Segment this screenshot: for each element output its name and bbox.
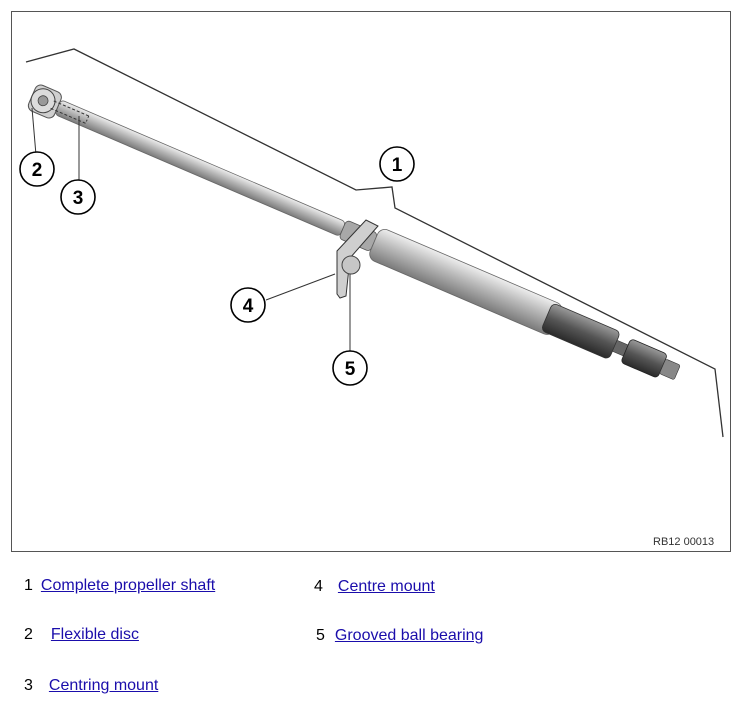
legend-item-3: 3 Centring mount [24,676,158,696]
diagram-drawing: 1 2 3 4 5 [19,48,724,438]
legend-number: 4 [314,578,323,595]
link-centring-mount[interactable]: Centring mount [48,677,159,694]
link-flexible-disc[interactable]: Flexible disc [50,626,139,643]
centring-mount-dash-1 [53,100,89,117]
legend-item-1: 1 Complete propeller shaft [24,576,215,596]
legend-item-4: 4 Centre mount [314,577,435,597]
callout-4: 4 [230,287,266,323]
centring-mount-dash-2 [50,107,86,124]
callout-1: 1 [379,146,415,182]
rear-dark-section [541,303,620,359]
figure-reference-code: RB12 00013 [653,536,715,548]
legend-item-5: 5 Grooved ball bearing [316,626,483,646]
link-centre-mount[interactable]: Centre mount [337,578,435,595]
legend-number: 1 [24,577,33,594]
leader-line-4 [265,273,336,301]
link-complete-propeller-shaft[interactable]: Complete propeller shaft [40,577,216,594]
svg-text:3: 3 [73,188,84,209]
legend-number: 2 [24,626,33,643]
propeller-shaft-diagram: 1 2 3 4 5 RB12 00013 [11,11,731,552]
centre-mount-bracket [336,219,379,299]
callout-5: 5 [332,350,368,386]
callout-2: 2 [19,151,55,187]
link-grooved-ball-bearing[interactable]: Grooved ball bearing [334,627,484,644]
legend-number: 5 [316,627,325,644]
leader-line-2 [31,107,37,156]
legend-item-2: 2 Flexible disc [24,625,139,645]
svg-text:1: 1 [392,155,403,176]
legend-number: 3 [24,677,33,694]
svg-text:2: 2 [32,160,43,181]
front-shaft-tube [55,100,345,236]
bracket-line-1 [25,48,724,438]
svg-text:5: 5 [345,359,356,380]
svg-text:4: 4 [243,296,254,317]
callout-3: 3 [60,179,96,215]
